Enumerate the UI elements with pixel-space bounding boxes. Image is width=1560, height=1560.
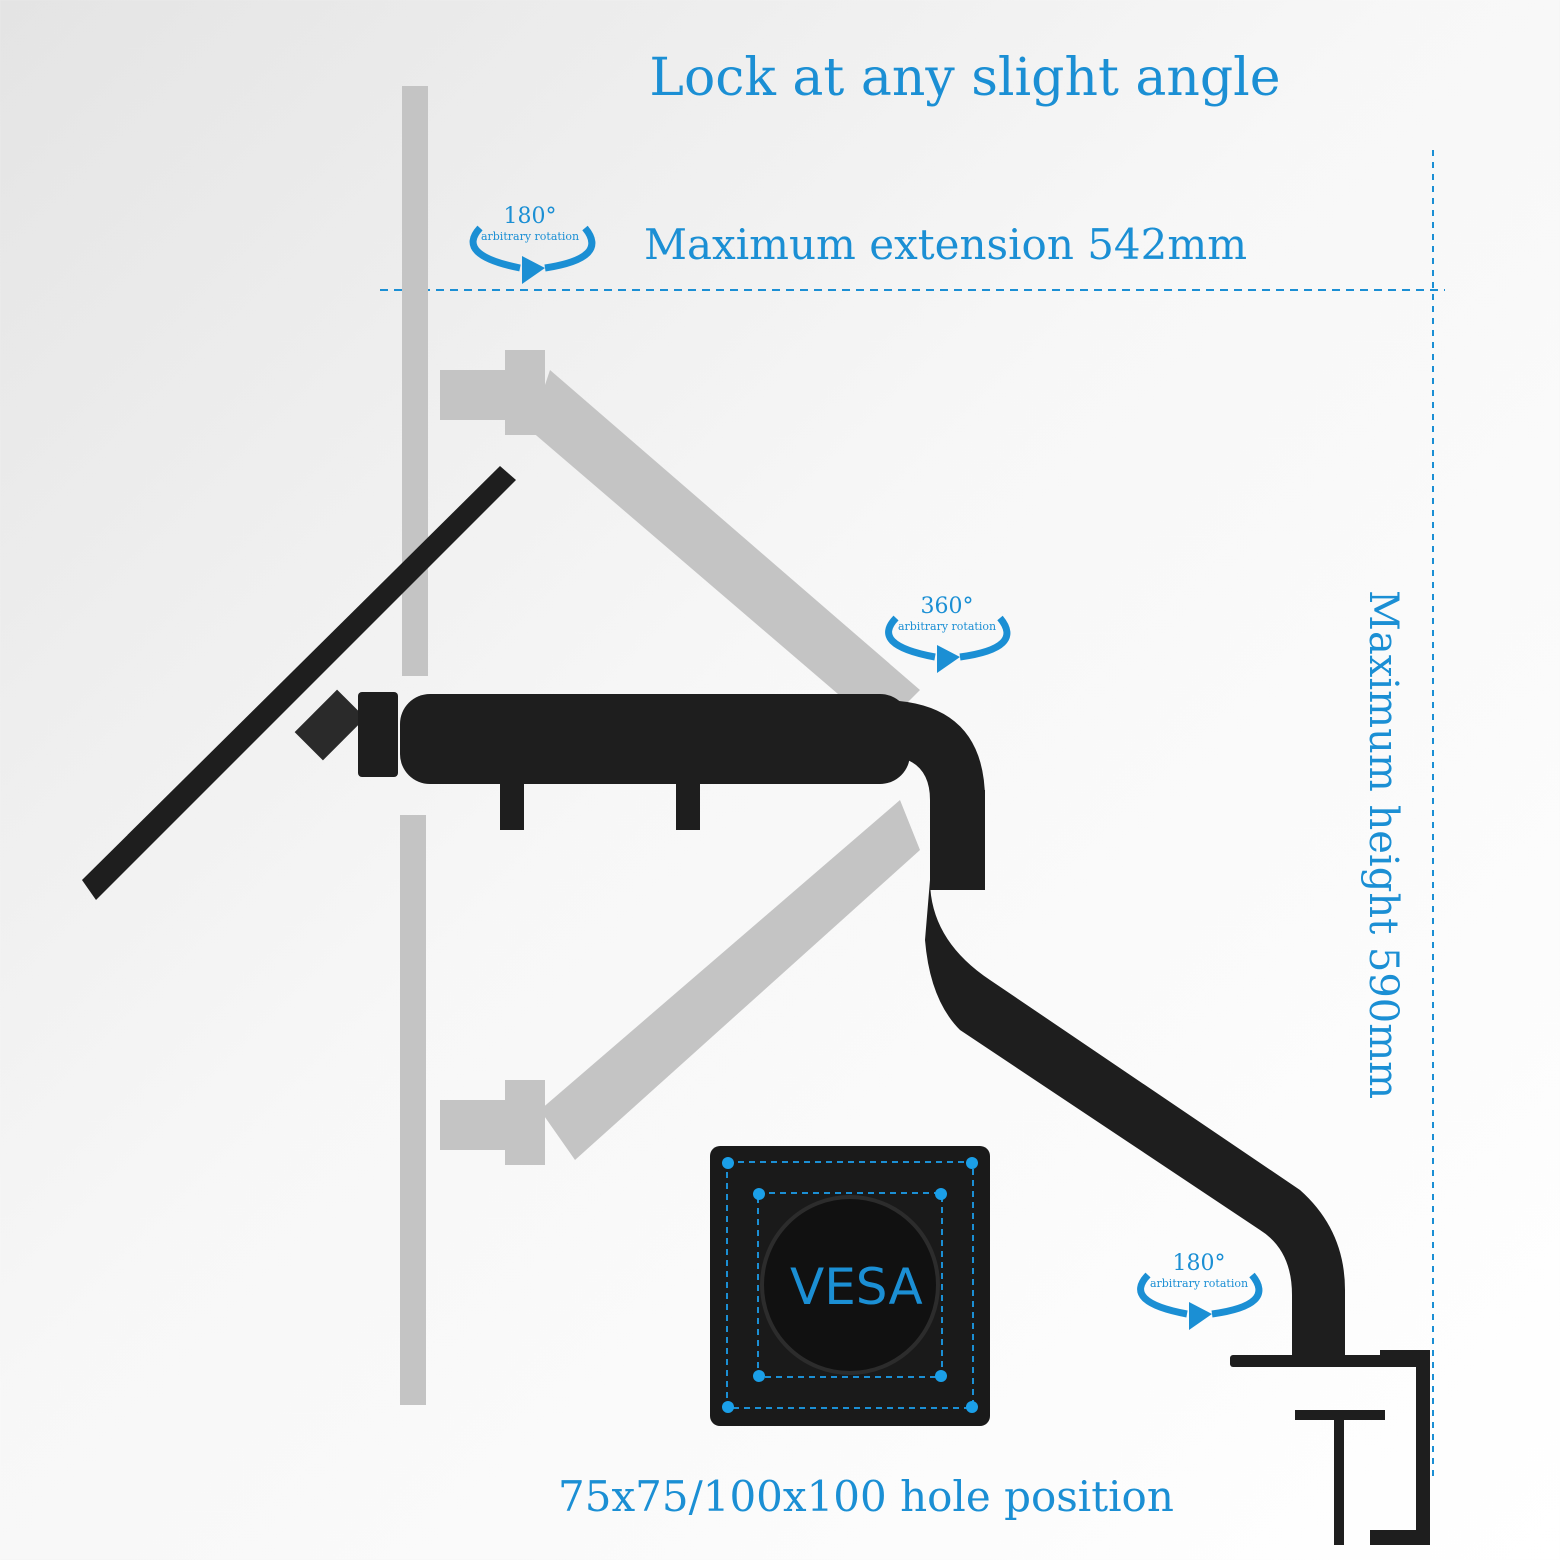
rotation-badge-elbow: 360° arbitrary rotation	[872, 594, 1022, 674]
rotation-badge-monitor: 180° arbitrary rotation	[455, 204, 605, 284]
vesa-plate	[710, 1146, 990, 1426]
vesa-logo: VESA	[790, 1258, 923, 1316]
rotation-arrowheads	[522, 256, 1212, 1330]
rotation-degrees: 360°	[920, 594, 974, 619]
tilted-monitor	[82, 466, 516, 900]
rotation-arrows	[469, 225, 1263, 1318]
extension-label: Maximum extension 542mm	[644, 220, 1248, 269]
rotation-degrees: 180°	[503, 204, 557, 229]
monitor-arm	[358, 692, 1430, 1545]
height-label: Maximum height 590mm	[1360, 590, 1406, 1100]
ghost-positions	[400, 86, 920, 1405]
hole-position-label: 75x75/100x100 hole position	[558, 1472, 1174, 1521]
rotation-degrees: 180°	[1172, 1251, 1226, 1276]
rotation-badge-base: 180° arbitrary rotation	[1124, 1251, 1274, 1331]
rotation-caption: arbitrary rotation	[1149, 1277, 1249, 1290]
rotation-caption: arbitrary rotation	[480, 230, 580, 243]
rotation-caption: arbitrary rotation	[897, 620, 997, 633]
page-title: Lock at any slight angle	[649, 48, 1281, 108]
